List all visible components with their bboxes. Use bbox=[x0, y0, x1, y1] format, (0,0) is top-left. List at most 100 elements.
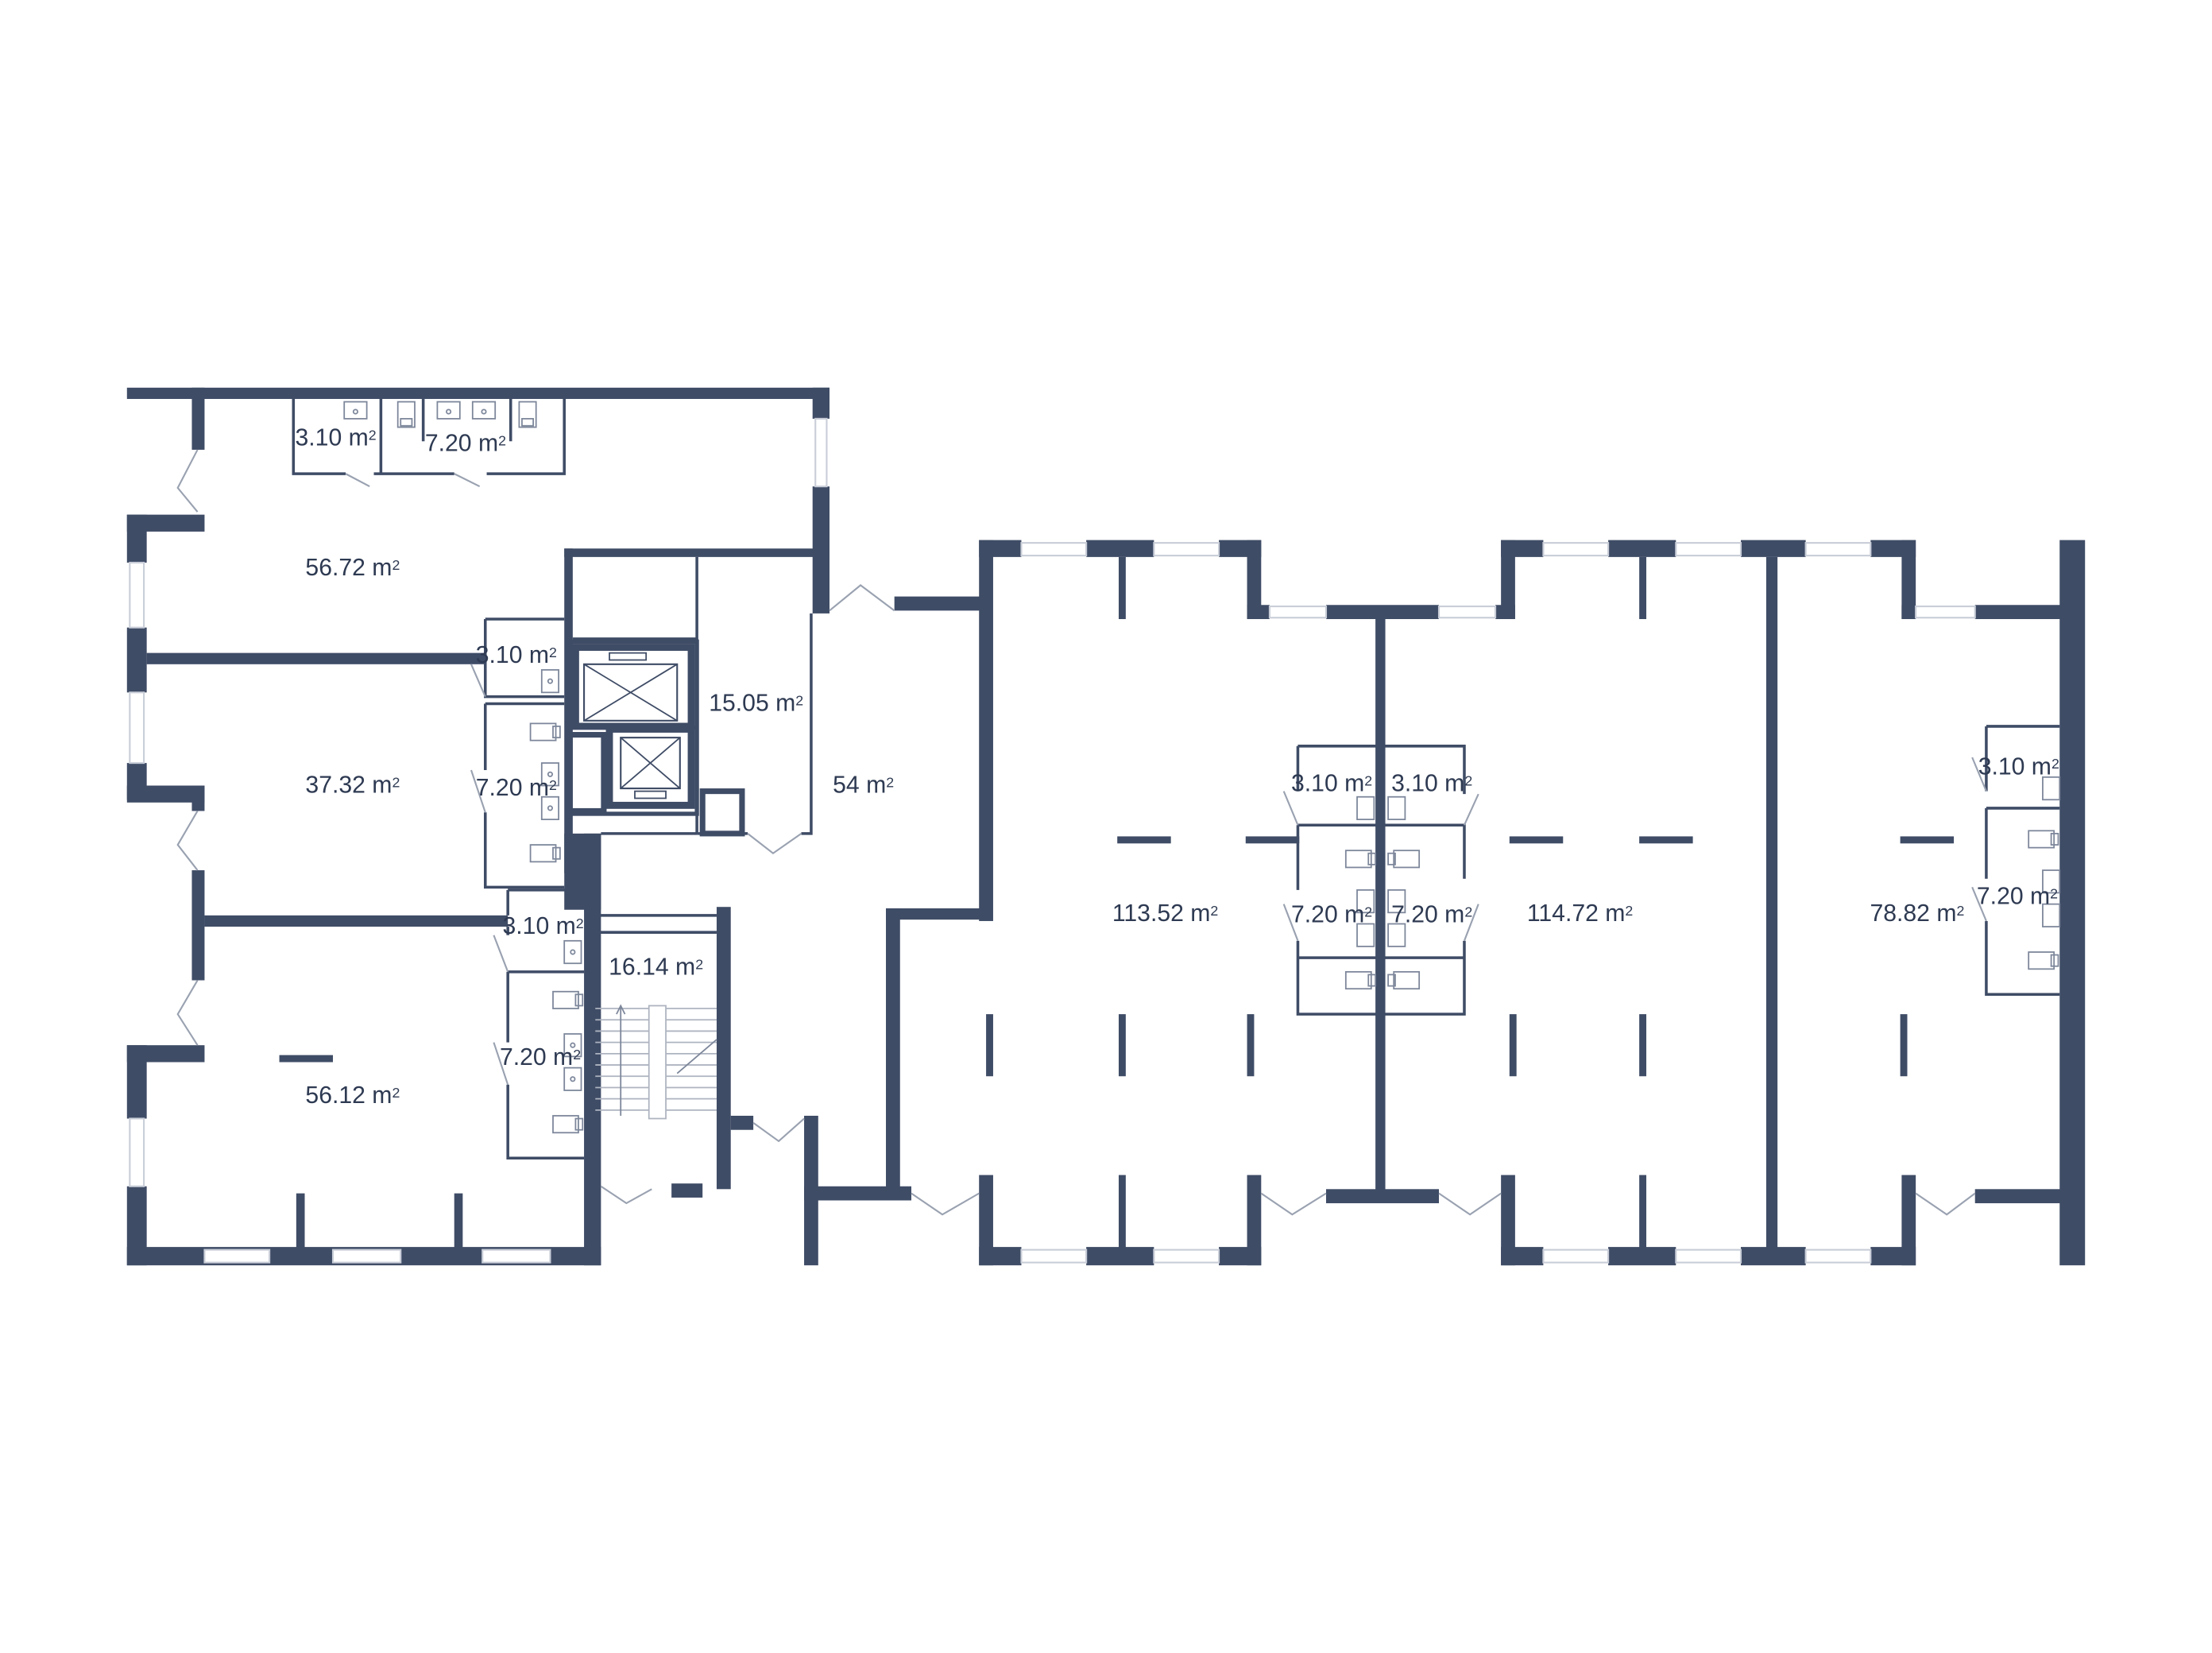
room-labels: 3.10 m2 7.20 m2 56.72 m2 3.10 m2 37.32 m… bbox=[296, 425, 2059, 1109]
wall-segment bbox=[296, 1193, 305, 1250]
lift-shafts bbox=[567, 639, 745, 837]
room-area-wc-i: 7.20 m2 bbox=[1291, 902, 1372, 928]
room-area-wc-d: 7.20 m2 bbox=[476, 775, 557, 801]
wall-segment bbox=[564, 548, 830, 557]
door-swing bbox=[493, 935, 509, 1086]
toilet-icon bbox=[1387, 970, 1421, 990]
wall-segment bbox=[1901, 1175, 1916, 1266]
wall-segment bbox=[812, 387, 830, 419]
room-area-office-mid-left: 37.32 m2 bbox=[305, 772, 400, 798]
room-area-stairwell: 16.14 m2 bbox=[609, 954, 703, 980]
sink-icon bbox=[1356, 889, 1375, 914]
room-area-wc-g: 3.10 m2 bbox=[1291, 771, 1372, 797]
toilet-icon bbox=[529, 722, 561, 741]
staircase bbox=[595, 1004, 717, 1120]
sink-icon bbox=[540, 762, 559, 787]
toilet-icon bbox=[2028, 830, 2059, 849]
wall-segment bbox=[1974, 1189, 2066, 1204]
wall-segment bbox=[1974, 605, 2066, 619]
door-swing bbox=[1971, 757, 1987, 922]
wall-segment bbox=[1608, 1247, 1676, 1266]
wall-segment bbox=[1501, 540, 1544, 557]
wall-segment bbox=[1247, 605, 1270, 619]
wall-segment bbox=[279, 1055, 334, 1063]
wall-segment bbox=[894, 596, 988, 611]
wall-segment bbox=[1086, 1247, 1154, 1266]
window bbox=[1915, 605, 1976, 619]
sink-icon bbox=[1387, 889, 1406, 914]
wall-segment bbox=[986, 1014, 993, 1077]
lift-cross-1 bbox=[583, 664, 678, 722]
window bbox=[331, 1248, 402, 1264]
toilet-icon bbox=[1344, 970, 1377, 990]
room-area-wc-l: 7.20 m2 bbox=[1977, 884, 2058, 910]
room-area-wc-a: 3.10 m2 bbox=[296, 425, 377, 451]
room-area-corridor: 54 m2 bbox=[833, 772, 894, 798]
sink-icon bbox=[471, 401, 497, 420]
window bbox=[1153, 1248, 1220, 1264]
wall-segment bbox=[191, 387, 205, 450]
wall-segment bbox=[1247, 1175, 1262, 1266]
sink-icon bbox=[2042, 776, 2061, 801]
wall-segment bbox=[1325, 605, 1440, 619]
partition bbox=[572, 556, 698, 641]
wall-segment bbox=[1639, 556, 1647, 619]
wall-segment bbox=[804, 1186, 911, 1201]
door-swing bbox=[747, 833, 802, 855]
door-swing bbox=[1282, 904, 1479, 942]
room-area-office-c: 78.82 m2 bbox=[1870, 900, 1964, 927]
window bbox=[1542, 1248, 1610, 1264]
duct bbox=[699, 788, 745, 837]
sink-icon bbox=[1356, 923, 1375, 947]
toilet-icon bbox=[396, 401, 416, 428]
sink-icon bbox=[343, 401, 368, 420]
lift-door-1 bbox=[609, 652, 648, 661]
wall-segment bbox=[126, 514, 147, 563]
wall-segment bbox=[1901, 540, 1916, 619]
sink-icon bbox=[1356, 796, 1375, 821]
wall-segment bbox=[1247, 540, 1262, 619]
doors bbox=[176, 449, 1987, 1216]
wall-segment bbox=[454, 1193, 463, 1250]
wall-segment bbox=[1375, 619, 1386, 1198]
door-swing bbox=[1260, 1192, 1327, 1216]
sink-icon bbox=[1387, 796, 1406, 821]
toilet-icon bbox=[552, 990, 584, 1009]
wall-segment bbox=[979, 540, 993, 921]
wall-segment bbox=[1325, 1189, 1440, 1204]
room-area-wc-c: 3.10 m2 bbox=[476, 642, 557, 668]
stair-treads bbox=[595, 1008, 717, 1111]
wall-segment bbox=[804, 1115, 818, 1201]
wall-segment bbox=[886, 908, 988, 920]
wall-segment bbox=[1245, 836, 1300, 844]
lift-shaft-2 bbox=[605, 726, 695, 809]
door-swing bbox=[1282, 791, 1479, 826]
wall-segment bbox=[1740, 1247, 1806, 1266]
wall-segment bbox=[126, 1045, 147, 1119]
wall-segment bbox=[204, 915, 509, 927]
partition bbox=[1297, 745, 1466, 795]
toilet-icon bbox=[552, 1115, 584, 1134]
sink-icon bbox=[563, 1033, 582, 1058]
lift-car-1 bbox=[582, 663, 679, 722]
wall-segment bbox=[979, 1175, 993, 1266]
door-swing bbox=[829, 584, 895, 612]
wall-segment bbox=[2059, 540, 2086, 1266]
room-area-office-a: 113.52 m2 bbox=[1112, 900, 1218, 927]
door-swing bbox=[470, 664, 486, 813]
wall-segment bbox=[1118, 1014, 1126, 1077]
partition bbox=[801, 613, 813, 835]
window bbox=[1020, 1248, 1088, 1264]
toilet-icon bbox=[518, 401, 537, 428]
wall-segment bbox=[1117, 836, 1171, 844]
sink-icon bbox=[563, 1067, 582, 1091]
sink-icon bbox=[436, 401, 461, 420]
wall-segment bbox=[979, 1247, 1022, 1266]
fixtures bbox=[343, 401, 2061, 1134]
core-block bbox=[567, 732, 607, 815]
wall-segment bbox=[564, 833, 601, 910]
window bbox=[814, 417, 828, 488]
room-area-wc-k: 3.10 m2 bbox=[1978, 753, 2059, 780]
window bbox=[129, 691, 145, 765]
